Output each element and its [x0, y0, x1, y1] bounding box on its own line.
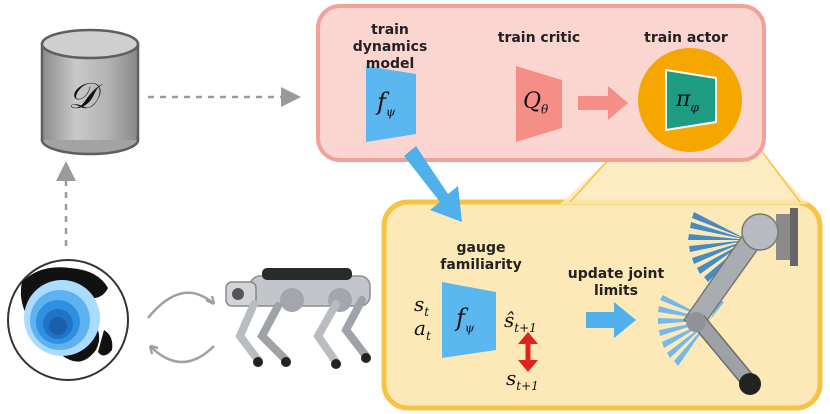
environment-globe — [7, 259, 129, 381]
familiarity-model-symbol: fψ — [456, 304, 475, 335]
label-update-joint-limits: update joint limits — [567, 266, 665, 299]
label-train-actor: train actor — [644, 30, 728, 46]
critic-shape — [516, 66, 562, 142]
actor-symbol: πφ — [676, 87, 699, 115]
familiarity-model-shape — [442, 282, 496, 358]
predicted-next-state: ŝt+1 — [504, 308, 537, 335]
state-input: st — [414, 292, 430, 319]
label-train-critic: train critic — [497, 30, 581, 46]
label-gauge-familiarity: gauge familiarity — [440, 240, 522, 273]
robot-leg-illustration — [658, 208, 798, 395]
interaction-cycle-arrows — [147, 291, 216, 364]
dataset-cylinder — [40, 28, 140, 156]
critic-symbol: Qθ — [523, 89, 549, 117]
dataset-symbol: 𝒟 — [68, 76, 97, 117]
critic-to-actor-arrow — [578, 86, 628, 120]
update-arrow — [586, 302, 636, 338]
action-input: at — [414, 316, 431, 343]
label-train-dynamics-model: train dynamics model — [352, 22, 428, 72]
prediction-error-arrow — [518, 332, 538, 372]
model-transfer-arrow — [404, 146, 462, 222]
dynamics-model-symbol: fψ — [377, 88, 396, 119]
quadruped-robot — [225, 268, 371, 369]
actual-next-state: st+1 — [506, 366, 539, 393]
actor-shape — [665, 68, 717, 132]
dynamics-model-shape — [366, 66, 416, 142]
